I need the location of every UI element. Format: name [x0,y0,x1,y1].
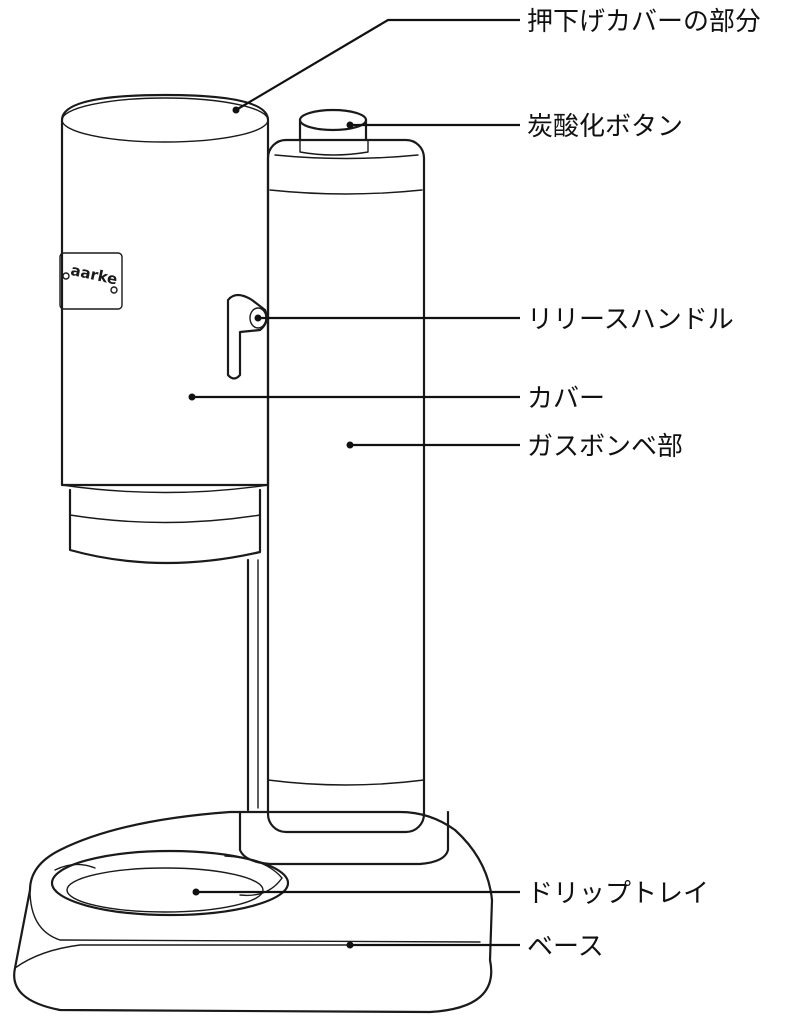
cover-illustration [60,93,270,565]
base-illustration [13,810,494,1014]
brand-plate: aarke [59,252,123,310]
label-carbonation-button: 炭酸化ボタン [527,112,683,142]
label-gas-cylinder: ガスボンベ部 [527,432,683,462]
stem-illustration [246,558,259,812]
leader-lines [188,18,520,949]
drip-tray-illustration [50,849,290,917]
label-press-cover: 押下げカバーの部分 [527,7,761,37]
callout-labels: 押下げカバーの部分 炭酸化ボタン リリースハンドル カバー ガスボンベ部 ドリッ… [527,7,761,962]
label-release-handle: リリースハンドル [527,305,734,335]
release-handle-illustration [226,293,268,380]
gas-cylinder-illustration [266,108,426,834]
brand-logo-text: aarke [69,261,119,288]
label-cover: カバー [527,384,605,414]
label-drip-tray: ドリップトレイ [527,879,709,909]
label-base: ベース [527,932,604,962]
